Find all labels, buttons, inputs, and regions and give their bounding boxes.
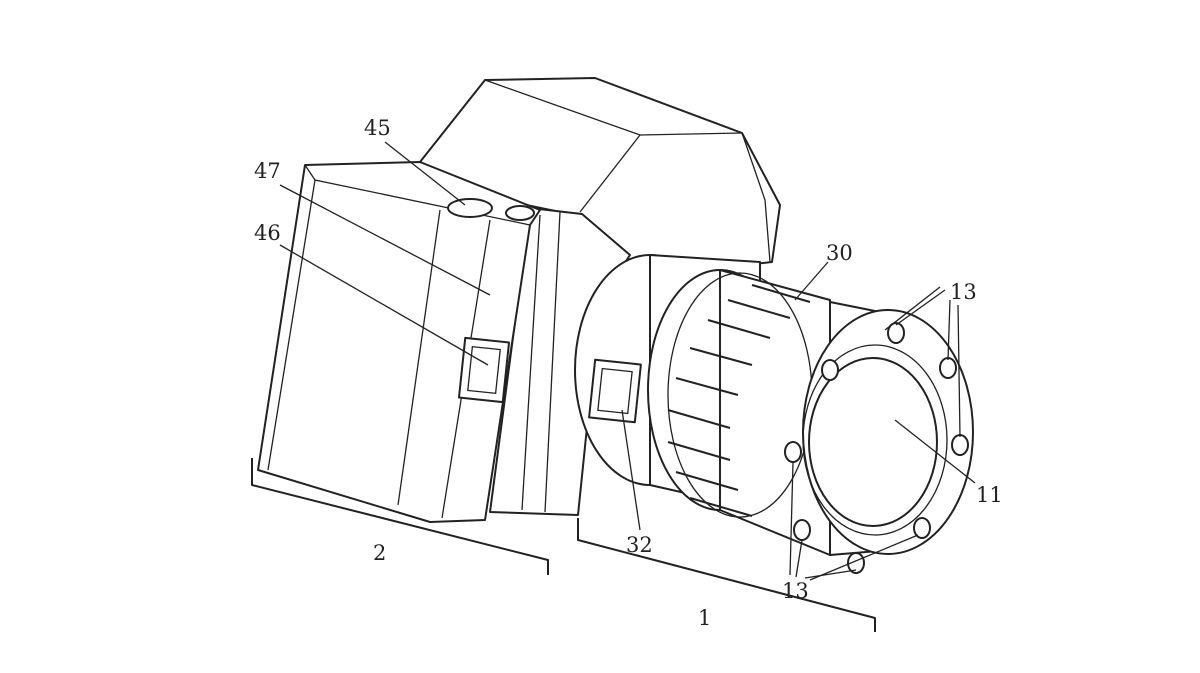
camera-body (489, 207, 631, 516)
label-30: 30 (826, 241, 853, 265)
label-11: 11 (976, 483, 1003, 507)
led-holes-13 (784, 322, 969, 574)
bracket-2 (251, 458, 549, 575)
label-45: 45 (364, 116, 391, 140)
label-32: 32 (626, 533, 653, 557)
label-13-top: 13 (950, 280, 977, 304)
focus-ring-ribs (667, 284, 811, 517)
leader-lines (279, 141, 976, 581)
label-46: 46 (254, 221, 281, 245)
label-47: 47 (254, 159, 281, 183)
bracket-1 (577, 518, 876, 632)
shutter-button (447, 198, 493, 218)
sensor-window-32 (588, 358, 642, 424)
label-2: 2 (373, 541, 386, 565)
label-1: 1 (698, 606, 711, 630)
lens-glass-11 (808, 357, 938, 527)
camera-grip (257, 161, 541, 523)
label-13-bottom: 13 (782, 579, 809, 603)
lens-assembly (574, 254, 974, 574)
